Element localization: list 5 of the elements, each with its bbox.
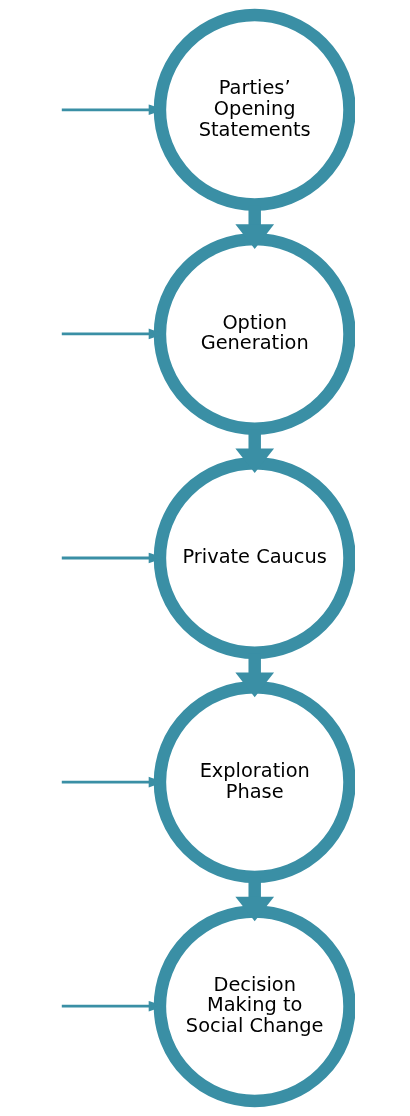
node-circle: Option Generation xyxy=(153,232,355,435)
node-circle: Exploration Phase xyxy=(153,681,355,884)
node-circle: Private Caucus xyxy=(153,457,355,659)
node-circle: Parties’ Opening Statements xyxy=(153,8,355,211)
node-circle: Decision Making to Social Change xyxy=(153,905,355,1108)
